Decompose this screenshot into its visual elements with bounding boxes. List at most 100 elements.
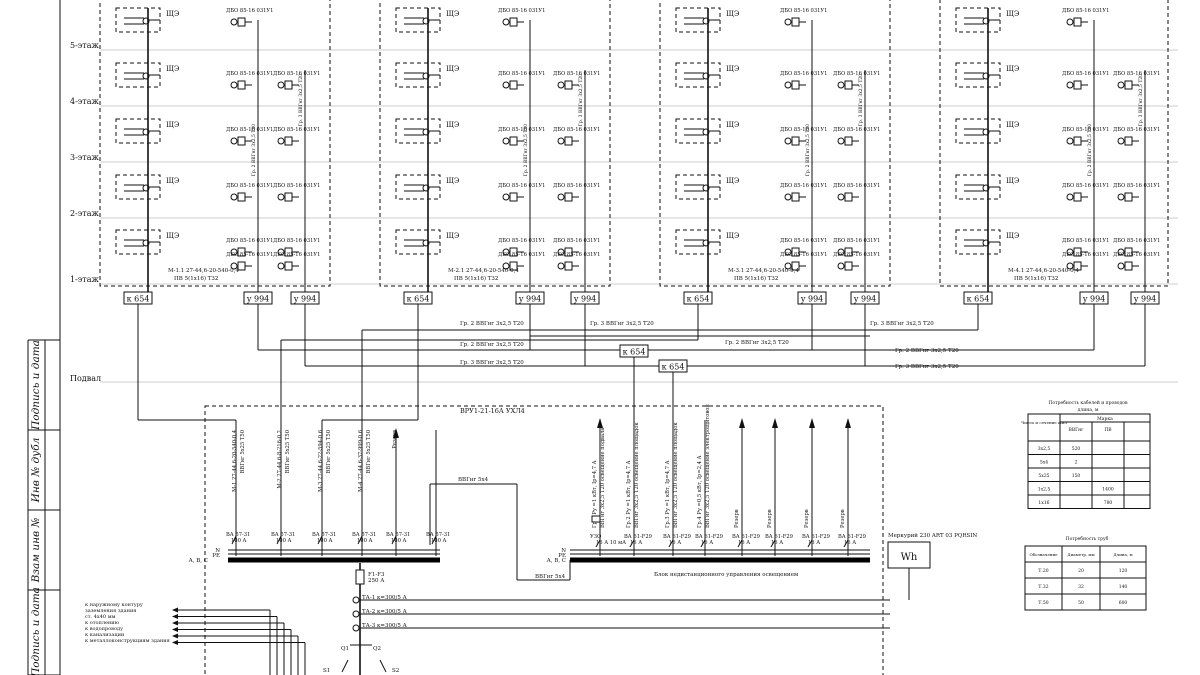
meter-cable: ПВ 5(1x16) Т32 — [1014, 275, 1058, 282]
lamp-label: ДБО 85-16 031У1 — [1113, 252, 1161, 258]
lamp-label: ДБО 85-16 031У1 — [273, 71, 321, 77]
pipe-table-cell: 600 — [1119, 600, 1128, 606]
panel-breaker — [982, 72, 990, 80]
cable-table-head: Число и сечение жил — [1021, 420, 1067, 425]
feeder-right-breaker: ВА 61-F29 — [765, 534, 793, 540]
grounding-label: ст. 4х40 мм — [85, 614, 116, 620]
panel-label: ЩЭ — [1006, 177, 1019, 185]
lamp-label: ДБО 85-16 031У1 — [780, 238, 828, 244]
riser-cable-label: Гр. 2 ВВГнг 3х2,5 Т20 — [523, 124, 529, 176]
lamp-label: ДБО 85-16 031У1 — [273, 252, 321, 258]
lamp-icon — [557, 81, 565, 89]
pipe-table-cell: Т.20 — [1038, 568, 1048, 574]
feeder-right-breaker: ВА 61-F29 — [695, 534, 723, 540]
switch-blade — [379, 659, 387, 673]
lamp-box — [564, 192, 573, 202]
lamp-icon — [502, 81, 510, 89]
switch-label: Q2 — [373, 646, 381, 652]
pipe-table-cell: 140 — [1119, 584, 1128, 590]
junction-label: к 654 — [407, 295, 430, 304]
lamp-label: ДБО 85-16 031У1 — [1113, 183, 1161, 189]
feeder-right-cable: Гр.4 Ру =0,5 кВт, Iр=2,4 А — [697, 455, 703, 528]
panel-label: ЩЭ — [166, 177, 179, 185]
panel-breaker — [422, 184, 430, 192]
feeder-right-rating: 16 А — [630, 540, 642, 546]
lamp-icon — [230, 193, 238, 201]
stamp-label: Взам инв № — [30, 518, 42, 584]
cable-table-cell: 780 — [1104, 500, 1113, 506]
lamp-box — [1124, 192, 1133, 202]
junction-box-y — [1130, 291, 1160, 305]
lamp-label: ДБО 85-16 031У1 — [273, 183, 321, 189]
stamp-label: Подпись и дата — [30, 587, 42, 675]
lamp-icon — [1117, 81, 1125, 89]
ground-arrow — [172, 614, 178, 619]
lamp-box — [509, 192, 518, 202]
cable-table-cell: 1х16 — [1038, 500, 1049, 506]
lamp-box — [284, 80, 293, 90]
grounding-label: к канализации — [85, 632, 125, 638]
junction-label: к 654 — [967, 295, 990, 304]
panel-breaker — [142, 17, 150, 25]
switch-blade — [341, 659, 349, 673]
junction-label: к 654 — [662, 363, 685, 372]
panel-label: ЩЭ — [1006, 65, 1019, 73]
feeder-left-sub: ВВГнг 5х25 Т50 — [366, 430, 372, 473]
gr2-label: Гр. 2 ВВГнг 3х2,5 Т20 — [725, 340, 789, 346]
lamp-label: ДБО 85-16 031У1 — [273, 238, 321, 244]
lamp-label: ДБО 85-16 031У1 — [833, 127, 881, 133]
lamp-icon — [230, 137, 238, 145]
panel-label: ЩЭ — [166, 232, 179, 240]
bus-label-right: A, B, C — [546, 558, 566, 564]
gr2-label: Гр. 2 ВВГнг 3х2,5 Т20 — [460, 321, 524, 327]
basement-label: Подвал — [70, 374, 101, 383]
lamp-label: ДБО 85-16 031У1 — [553, 183, 601, 189]
feeder-left-rating: 100 А — [391, 538, 407, 544]
lamp-icon — [1066, 248, 1074, 256]
lamp-box — [844, 80, 853, 90]
ground-arrow — [172, 633, 178, 639]
lamp-label: ДБО 85-16 031У1 — [780, 127, 828, 133]
lamp-icon — [784, 262, 792, 270]
feeder-left-rating: 100 А — [231, 538, 247, 544]
panel-label: ЩЭ — [446, 121, 459, 129]
pipe-table-title: Потребность труб — [1066, 535, 1109, 542]
gr3-label: Гр. 3 ВВГнг 3х2,5 Т20 — [460, 360, 524, 366]
lamp-label: ДБО 85-16 031У1 — [1113, 71, 1161, 77]
feeder-arrow — [845, 418, 851, 428]
feeder-arrow — [772, 418, 778, 428]
lamp-box — [1073, 17, 1082, 27]
lamp-label: ДБО 85-16 031У1 — [833, 71, 881, 77]
junction-box-y — [290, 291, 320, 305]
feeder-left-cable: М-1 27-44,6-20-540-0,4 — [232, 429, 238, 492]
ct-symbol — [352, 596, 360, 604]
feeder-left-cable: М-4 27-44,6-37-999-0,6 — [358, 430, 364, 492]
lamp-box — [791, 80, 800, 90]
lamp-icon — [230, 248, 238, 256]
bus-label: N — [215, 548, 220, 554]
junction-box-y — [243, 291, 273, 305]
meter-symbol: Wh — [901, 552, 918, 563]
bus-label: A, B, C — [188, 558, 208, 564]
meter-cable: ПВ 5(1x16) Т32 — [734, 275, 778, 282]
panel-breaker — [142, 184, 150, 192]
gr3-label: Гр. 3 ВВГнг 3х2,5 Т20 — [590, 321, 654, 327]
riser-cable-label: Гр. 3 ВВГнг 3х2,5 Т20 — [858, 74, 864, 126]
lamp-box — [1073, 136, 1082, 146]
lamp-icon — [837, 137, 845, 145]
breaker-contact — [737, 539, 743, 548]
feeder-right-rating: 16 А 10 мА — [596, 540, 626, 546]
lamp-label: ДБО 85-16 031У1 — [833, 252, 881, 258]
lamp-box — [237, 136, 246, 146]
stamp-label: Инв № дубл — [30, 438, 42, 504]
lamp-icon — [1117, 262, 1125, 270]
lamp-box — [1073, 80, 1082, 90]
ground-arrow — [172, 640, 178, 645]
panel-breaker — [422, 239, 430, 247]
lamp-icon — [502, 262, 510, 270]
panel-label: ЩЭ — [726, 121, 739, 129]
